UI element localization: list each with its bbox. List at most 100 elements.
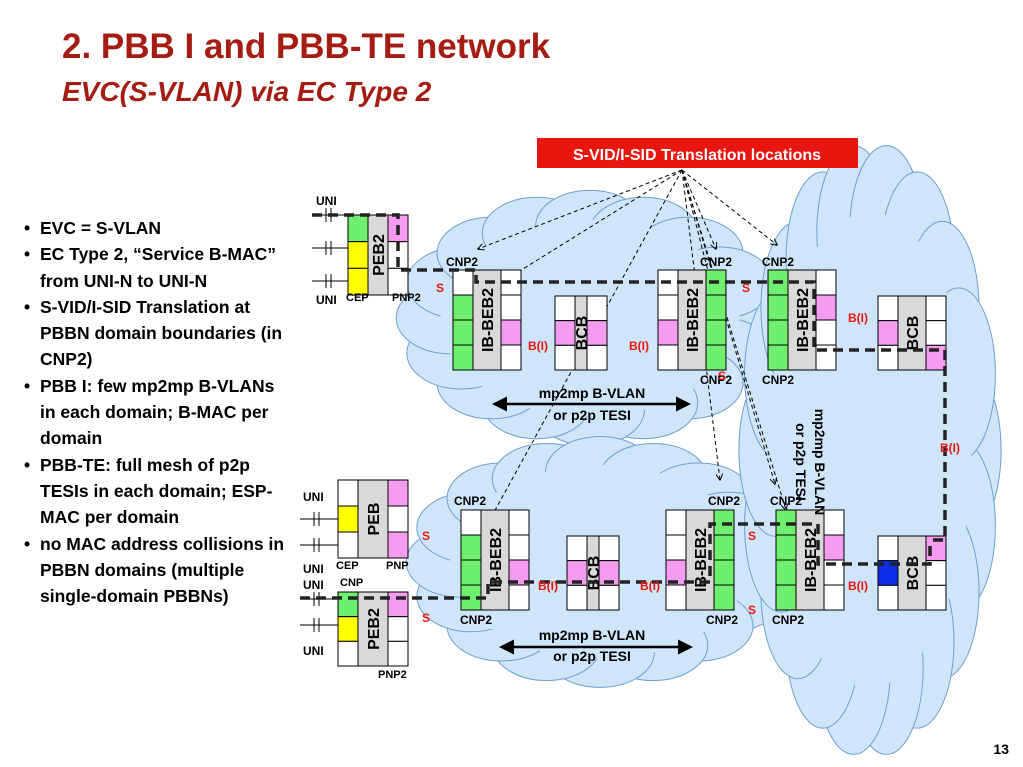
port [877,320,899,346]
bridge-label: IB-BEB2 [693,528,710,592]
translation-arrow [681,169,786,510]
pnp2-label: PNP2 [392,292,421,304]
bi-label: B(I) [640,579,660,593]
port [347,241,369,269]
mp2mp-label: or p2p TESI [553,648,631,664]
port [657,319,679,346]
cnp2-label: CNP2 [460,613,492,627]
bridge-label: IB-BEB2 [803,528,820,592]
bridge-label: IB-BEB2 [685,288,702,352]
ib-beb2-bottom-1: IB-BEB2 [460,509,530,611]
port [775,559,797,586]
port [387,640,409,667]
port [337,479,359,507]
uni-label: UNI [316,293,337,307]
bullet-item: no MAC address collisions in PBBN domain… [24,531,286,610]
mp2mp-label-vertical: or p2p TESI [793,423,809,501]
bullet-item: PBB I: few mp2mp B-VLANs in each domain;… [24,373,286,452]
uni-line-5 [300,538,338,552]
mp2mp-label: mp2mp B-VLAN [539,627,646,643]
port [460,534,482,561]
port [452,269,474,296]
s-label: S [436,281,444,295]
peb2-bottom: PEB2 [337,591,409,667]
port [877,295,899,322]
bullet-item: S-VID/I-SID Translation at PBBN domain b… [24,294,286,373]
s-label: S [718,369,726,383]
bridge-label: PEB [366,503,383,536]
port [337,591,359,618]
port [665,584,687,611]
port [387,591,409,618]
cnp-label: CNP [340,577,363,589]
service-path-bottom [300,522,932,600]
port [508,534,530,561]
cnp2-label: CNP2 [770,494,802,508]
mp2mp-label-vertical: mp2mp B-VLAN [812,409,828,516]
translation-arrow [482,169,683,534]
s-label: S [748,603,756,617]
port [347,267,369,296]
ib-beb2-top-3: IB-BEB2 [767,269,837,371]
cnp2-label: CNP2 [700,255,732,269]
port [877,584,899,611]
bullet-list: EVC = S-VLAN EC Type 2, “Service B-MAC” … [24,215,286,609]
port [387,616,409,642]
cep-label: CEP [336,560,359,572]
port [508,509,530,536]
bridge-label: BCB [905,316,922,351]
ib-beb2-top-1: IB-BEB2 [452,269,522,371]
port [500,294,522,321]
pnp-label: PNP [386,560,409,572]
port [337,505,359,533]
s-label: S [422,611,430,625]
port [657,344,679,371]
bi-label: B(I) [629,339,649,353]
callout-text: S-VID/I-SID Translation locations [573,147,821,164]
port [767,294,789,321]
port [925,295,947,322]
bi-label: B(I) [940,441,960,455]
port [713,534,735,561]
uni-label: UNI [303,578,324,592]
bullet-item: PBB-TE: full mesh of p2p TESIs in each d… [24,452,286,531]
port [775,584,797,611]
page-number: 13 [993,741,1009,757]
service-path-top [312,213,947,542]
port [705,294,727,321]
port [705,319,727,346]
uni-line-2 [312,241,348,255]
port [452,344,474,371]
cnp2-label: CNP2 [706,613,738,627]
bcb-bottom-1: BCB [566,535,620,611]
uni-label: UNI [316,194,337,208]
port [815,319,837,346]
bcb-top-1: BCB [554,295,608,371]
cnp2-label: CNP2 [700,373,732,387]
port [767,344,789,371]
port [337,531,359,559]
slide-subtitle: EVC(S-VLAN) via EC Type 2 [62,76,432,107]
bcb-bottom-2: BCB [877,535,947,611]
port [500,319,522,346]
ib-beb2-top-2: IB-BEB2 [657,269,727,371]
port [347,214,369,243]
port [925,584,947,611]
port [337,640,359,667]
port [566,535,588,562]
bridge-label: PEB2 [366,608,383,650]
port [452,319,474,346]
cnp2-label: CNP2 [762,373,794,387]
s-label: S [748,529,756,543]
pnp2-label: PNP2 [378,669,407,681]
bi-label: B(I) [848,311,868,325]
port [460,509,482,536]
bcb-top-2: BCB [877,295,947,371]
cnp2-label: CNP2 [454,494,486,508]
port [566,584,588,611]
port [823,584,845,611]
ib-beb2-bottom-3: IB-BEB2 [775,509,845,611]
bridge-label: IB-BEB2 [795,288,812,352]
uni-label: UNI [303,644,324,658]
